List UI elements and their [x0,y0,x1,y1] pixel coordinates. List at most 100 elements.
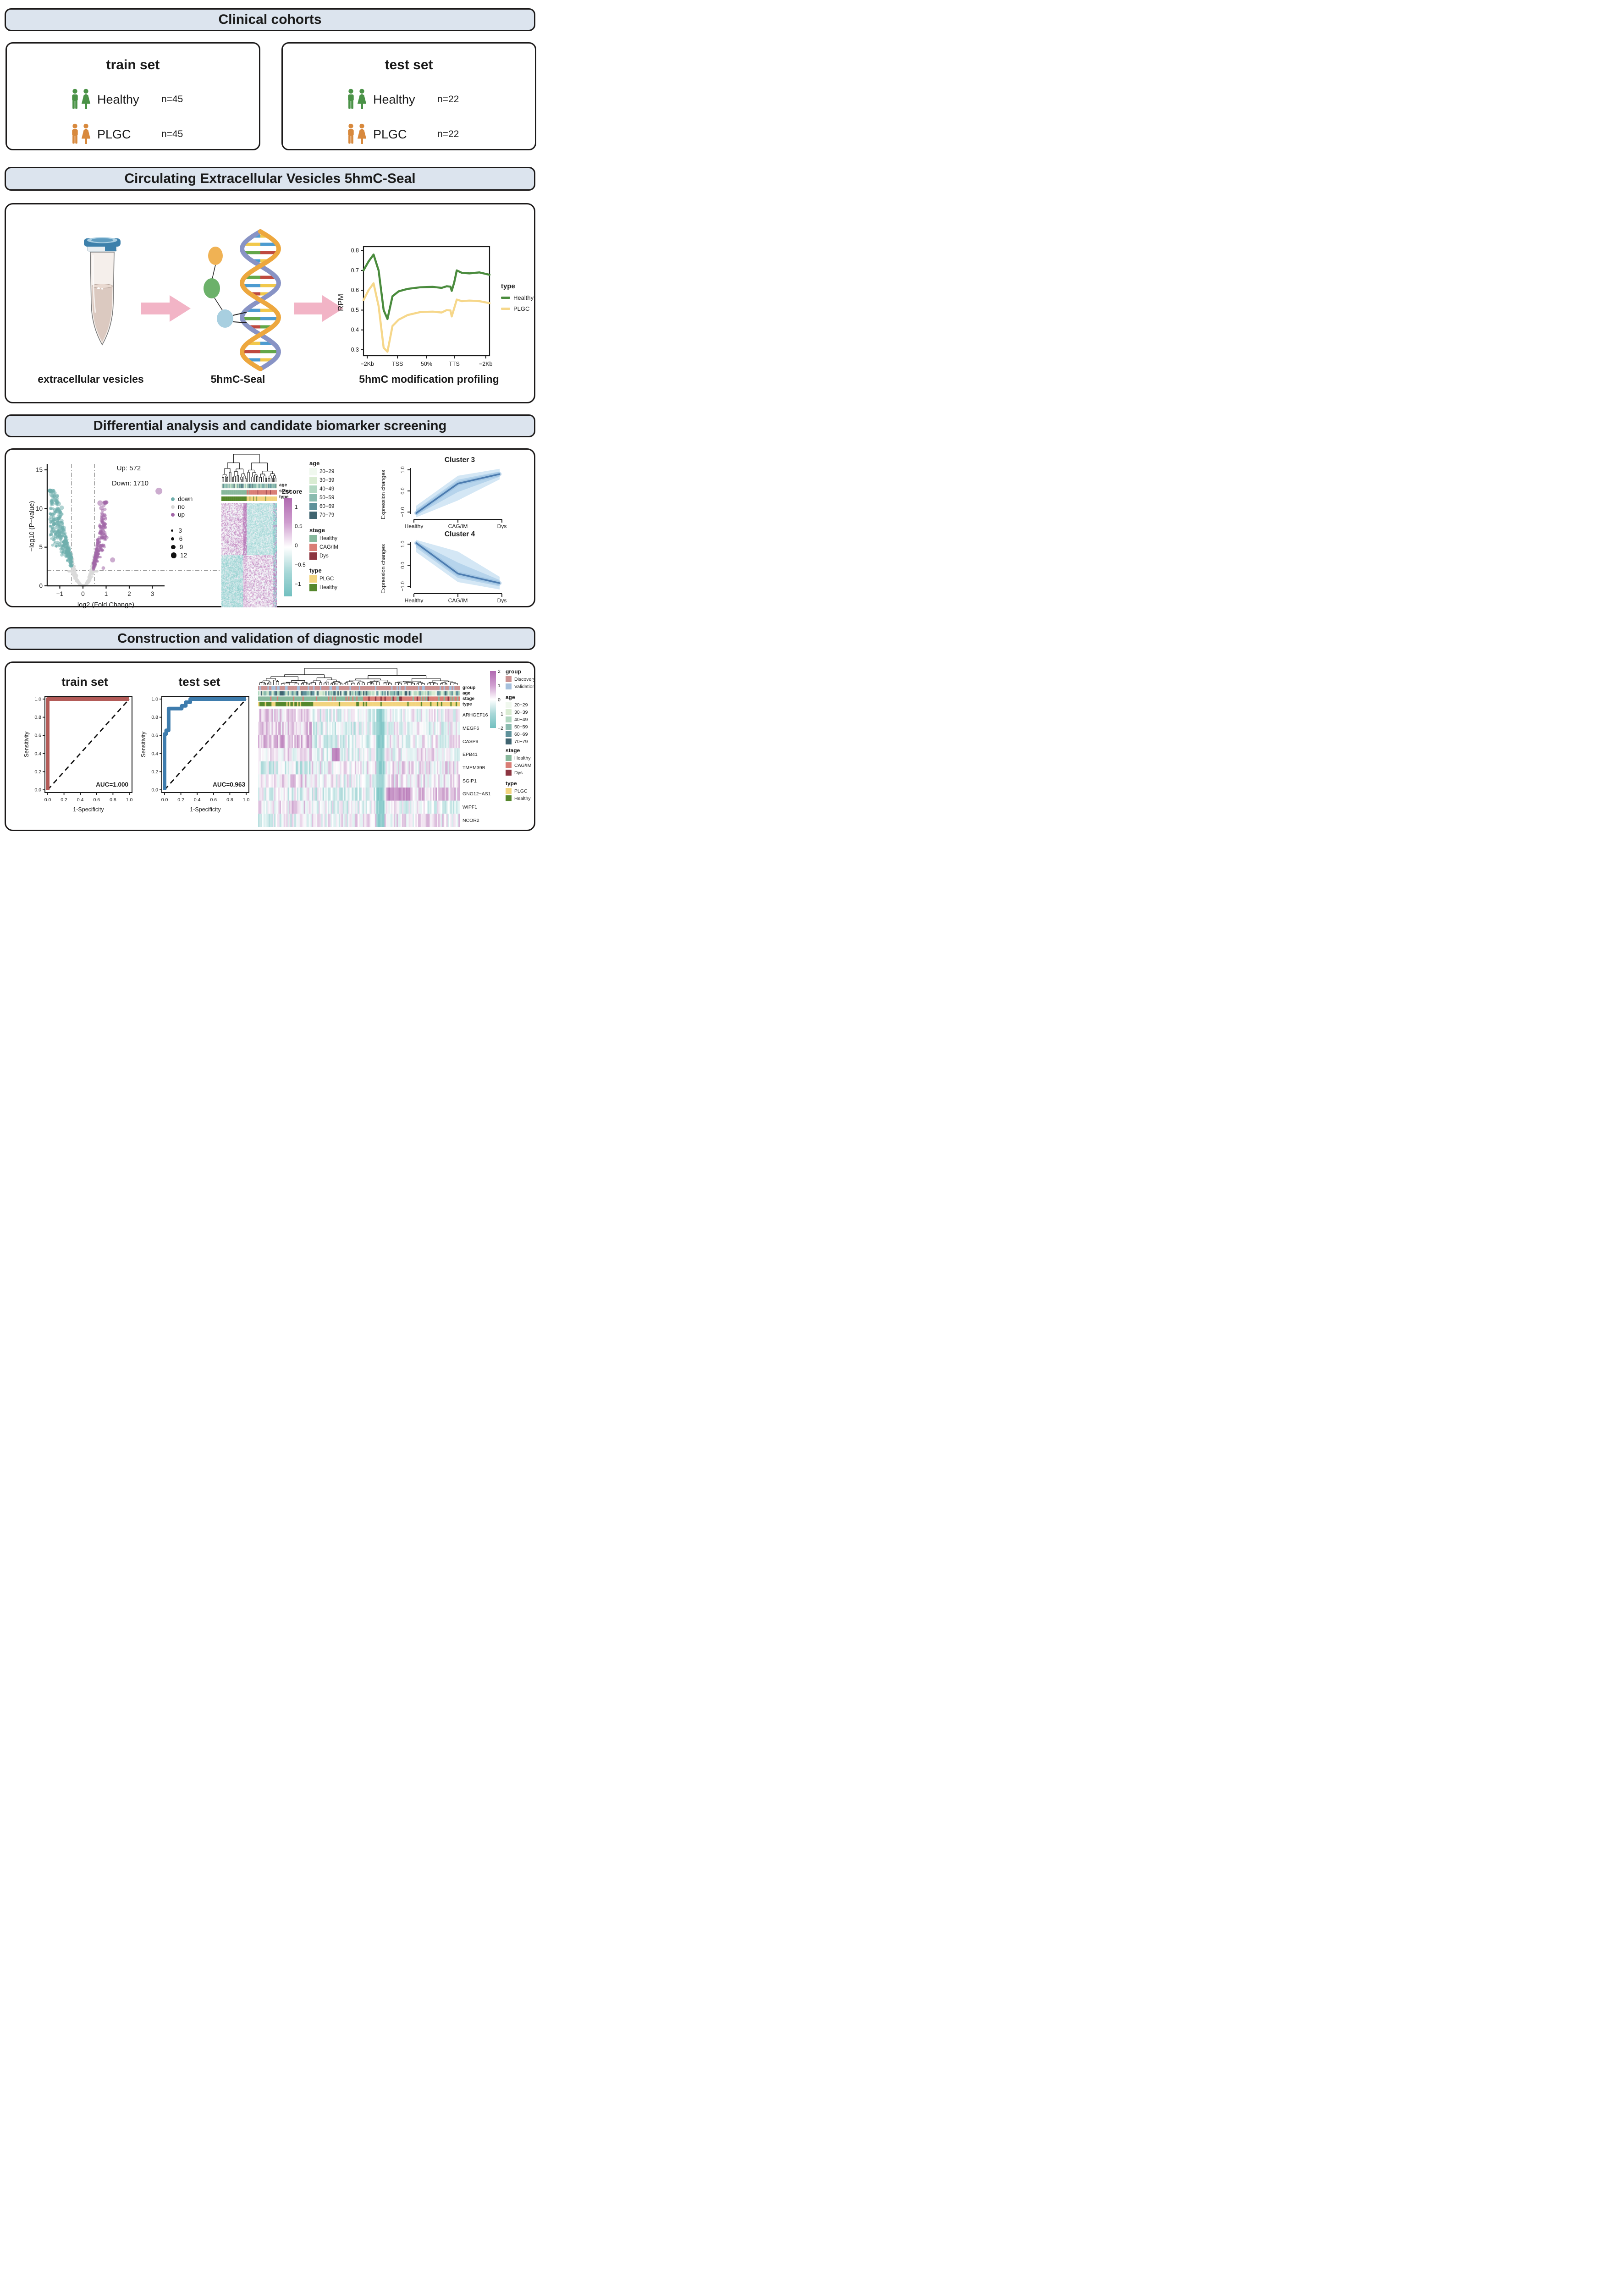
legend-item-40−49: 40−49 [506,716,528,722]
svg-text:0.6: 0.6 [93,797,100,803]
zscore-tick: 0.5 [295,523,303,529]
svg-text:Healthy: Healthy [405,523,424,529]
svg-text:0.8: 0.8 [151,715,158,720]
svg-text:Dys: Dys [497,597,507,603]
gene-label-SGIP1: SGIP1 [462,778,477,784]
model-colorbar-tick: 2 [498,669,501,674]
legend-item-30−39: 30−39 [506,709,528,715]
svg-text:0.0: 0.0 [151,788,158,793]
workflow-step-label-vesicles: extracellular vesicles [38,373,144,385]
legend-item-60−69: 60−69 [506,731,528,737]
train-plgc-row: PLGC n=45 [70,122,183,146]
legend-item-Dys: Dys [309,552,338,560]
section-header-model-label: Construction and validation of diagnosti… [117,631,423,646]
svg-text:0.8: 0.8 [34,715,41,720]
test-set-title: test set [385,57,433,72]
legend-item-50−59: 50−59 [309,494,334,501]
healthy-people-icon [346,88,367,110]
plgc-people-icon [70,123,91,145]
legend-label: Healthy [319,536,337,541]
legend-item-Healthy: Healthy [309,584,337,591]
svg-text:15: 15 [36,466,43,473]
legend-dot-icon [171,505,175,509]
zscore-tick: 0 [295,542,298,549]
zscore-colorbar [284,498,292,596]
male-person-icon [72,123,78,144]
legend-swatch [506,731,512,737]
legend-swatch [506,716,512,722]
svg-text:0.0: 0.0 [400,487,406,494]
svg-text:Sensitivity: Sensitivity [140,731,147,757]
legend-swatch [506,788,512,794]
volcano-legend-item: no [171,503,193,510]
model-heatmap-annotations [258,686,460,707]
legend-item-Validation: Validation [506,683,535,689]
svg-text:0.6: 0.6 [34,733,41,738]
section-header-5hmc-seal-label: Circulating Extracellular Vesicles 5hmC-… [124,171,416,186]
svg-text:−1.0: −1.0 [400,507,406,517]
svg-text:2: 2 [127,590,131,597]
rpm-legend-item: Healthy [501,294,534,301]
svg-text:0: 0 [39,583,43,590]
legend-swatch [309,477,317,484]
svg-text:CAG/IM: CAG/IM [448,523,468,529]
svg-text:0.5: 0.5 [351,307,359,313]
svg-text:1: 1 [105,590,108,597]
svg-text:0.3: 0.3 [351,347,359,353]
svg-text:Down: 1710: Down: 1710 [112,479,149,487]
legend-label: 30−39 [319,478,335,483]
legend-dot-icon [171,497,175,501]
workflow-step-label-profiling: 5hmC modification profiling [359,373,499,385]
svg-text:0.8: 0.8 [226,797,233,803]
svg-text:0.0: 0.0 [161,797,168,803]
section-header-model: Construction and validation of diagnosti… [5,627,535,650]
legend-item-Healthy: Healthy [506,755,531,761]
female-person-icon [81,123,91,144]
tube-icon [84,237,121,346]
model-annotation-label-type: type [462,702,472,707]
svg-text:0.2: 0.2 [34,769,41,775]
size-dot-icon [171,552,177,558]
model-colorbar-tick: −2 [498,726,503,731]
zscore-tick: −0.5 [295,562,306,568]
section-header-differential-analysis-label: Differential analysis and candidate biom… [93,418,447,433]
legend-label: Discovery [514,676,536,682]
legend-swatch [309,575,317,583]
legend-item-Dys: Dys [506,770,531,776]
legend-label: Healthy [514,795,531,801]
svg-text:Dys: Dys [497,523,507,529]
train-healthy-count: n=45 [161,94,183,105]
female-person-icon [357,88,367,109]
volcano-size-legend-item: 9 [171,544,193,551]
roc-train-title: train set [61,675,108,689]
legend-swatch [506,702,512,708]
legend-item-70−79: 70−79 [309,512,334,519]
gene-label-CASP9: CASP9 [462,738,479,744]
model-annotation-label-group: group [462,685,476,690]
legend-label: CAG/IM [319,545,338,550]
svg-text:1-Specificity: 1-Specificity [73,806,104,813]
section-header-clinical-cohorts-label: Clinical cohorts [218,12,322,27]
legend-swatch [506,762,512,768]
svg-text:0.2: 0.2 [177,797,184,803]
legend-item-CAG/IM: CAG/IM [506,762,531,768]
legend-label: PLGC [319,576,334,582]
legend-title-age: age [506,694,515,700]
svg-text:Sensitivity: Sensitivity [23,731,30,757]
legend-title-type: type [309,567,322,574]
legend-title-stage: stage [309,527,325,534]
train-healthy-row: Healthy n=45 [70,88,183,111]
legend-label: CAG/IM [514,762,532,768]
legend-swatch [506,683,512,689]
svg-text:0.0: 0.0 [44,797,51,803]
section-header-clinical-cohorts: Clinical cohorts [5,8,535,31]
